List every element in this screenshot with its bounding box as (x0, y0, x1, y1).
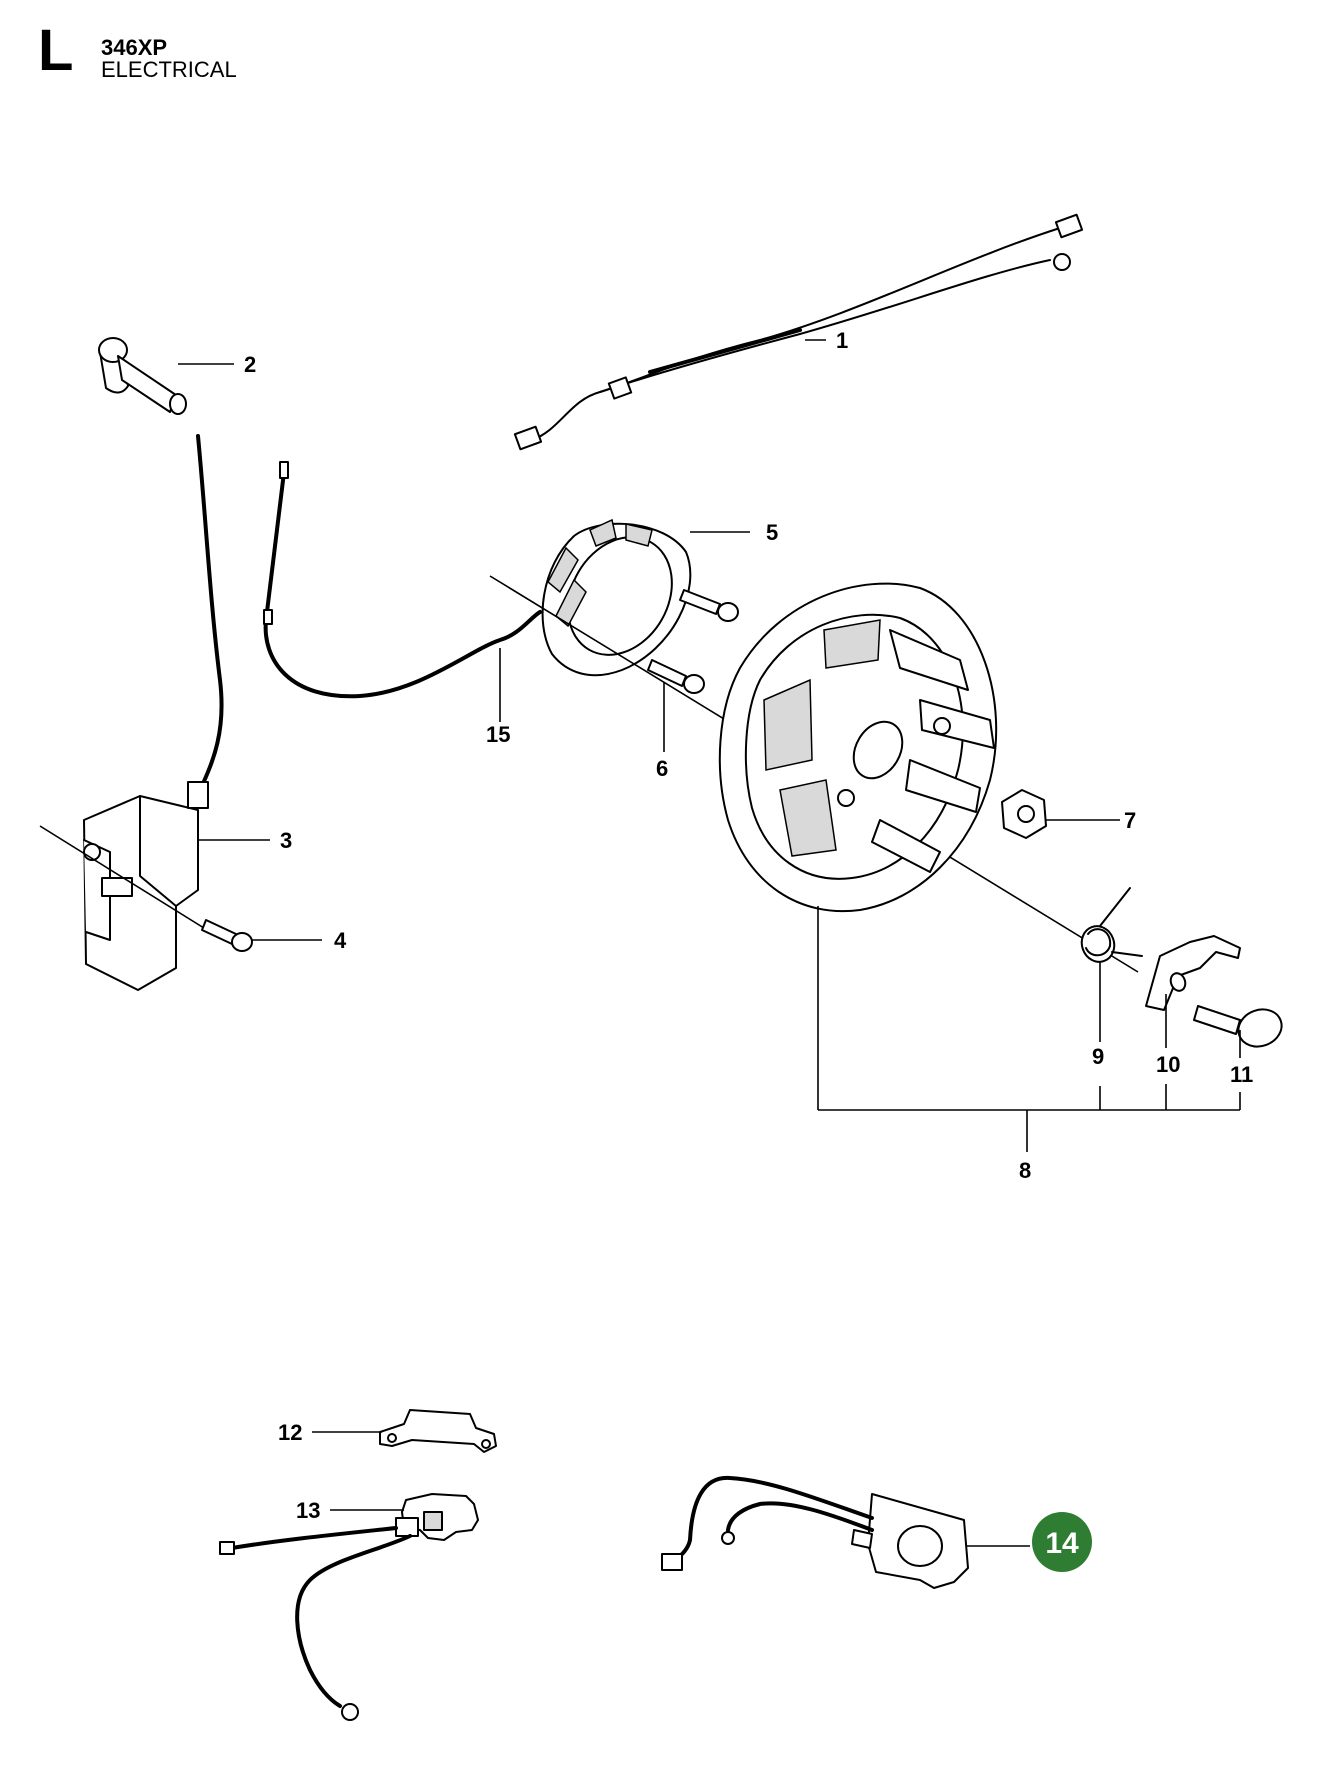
callout-15[interactable]: 15 (486, 722, 510, 747)
model-name: 346XP (101, 35, 168, 60)
spring-part-9[interactable] (1077, 887, 1143, 966)
pawl-pin-part-11[interactable] (1193, 1004, 1287, 1053)
pawl-part-10[interactable] (1145, 935, 1241, 1011)
callout-4[interactable]: 4 (334, 928, 347, 953)
ignition-module-part-3[interactable] (83, 781, 209, 991)
callout-1[interactable]: 1 (836, 328, 848, 353)
switch-assembly-part-13[interactable] (219, 1493, 479, 1721)
callout-14[interactable]: 14 (1045, 1527, 1079, 1560)
callout-9[interactable]: 9 (1092, 1044, 1104, 1069)
stator-part-5[interactable] (541, 518, 693, 677)
bracket-part-12[interactable] (379, 1409, 497, 1453)
flywheel-nut-part-7[interactable] (1001, 789, 1047, 839)
axis-line-module (39, 825, 221, 939)
highlight-badge-14[interactable] (1032, 1512, 1092, 1572)
callout-3[interactable]: 3 (280, 828, 292, 853)
ignition-lead (196, 434, 224, 792)
callout-7[interactable]: 7 (1124, 808, 1136, 833)
callout-10[interactable]: 10 (1156, 1052, 1180, 1077)
callout-2[interactable]: 2 (244, 352, 256, 377)
wire-harness-part-1[interactable] (513, 213, 1084, 451)
callout-12[interactable]: 12 (278, 1420, 302, 1445)
stator-screws-part-6[interactable] (647, 589, 739, 694)
callout-6[interactable]: 6 (656, 756, 668, 781)
insulator-plate-part-14[interactable] (661, 1475, 969, 1589)
screw-part-4[interactable] (201, 919, 253, 952)
callout-13[interactable]: 13 (296, 1498, 320, 1523)
spark-plug-cap-part-2[interactable] (98, 337, 187, 415)
section-title: ELECTRICAL (101, 57, 237, 82)
callout-5[interactable]: 5 (766, 520, 778, 545)
callout-11[interactable]: 11 (1230, 1062, 1253, 1087)
section-letter: L (38, 18, 74, 83)
callout-8[interactable]: 8 (1019, 1158, 1031, 1183)
flywheel-part-8[interactable] (718, 582, 998, 913)
ground-wire-part-15[interactable] (263, 461, 542, 699)
